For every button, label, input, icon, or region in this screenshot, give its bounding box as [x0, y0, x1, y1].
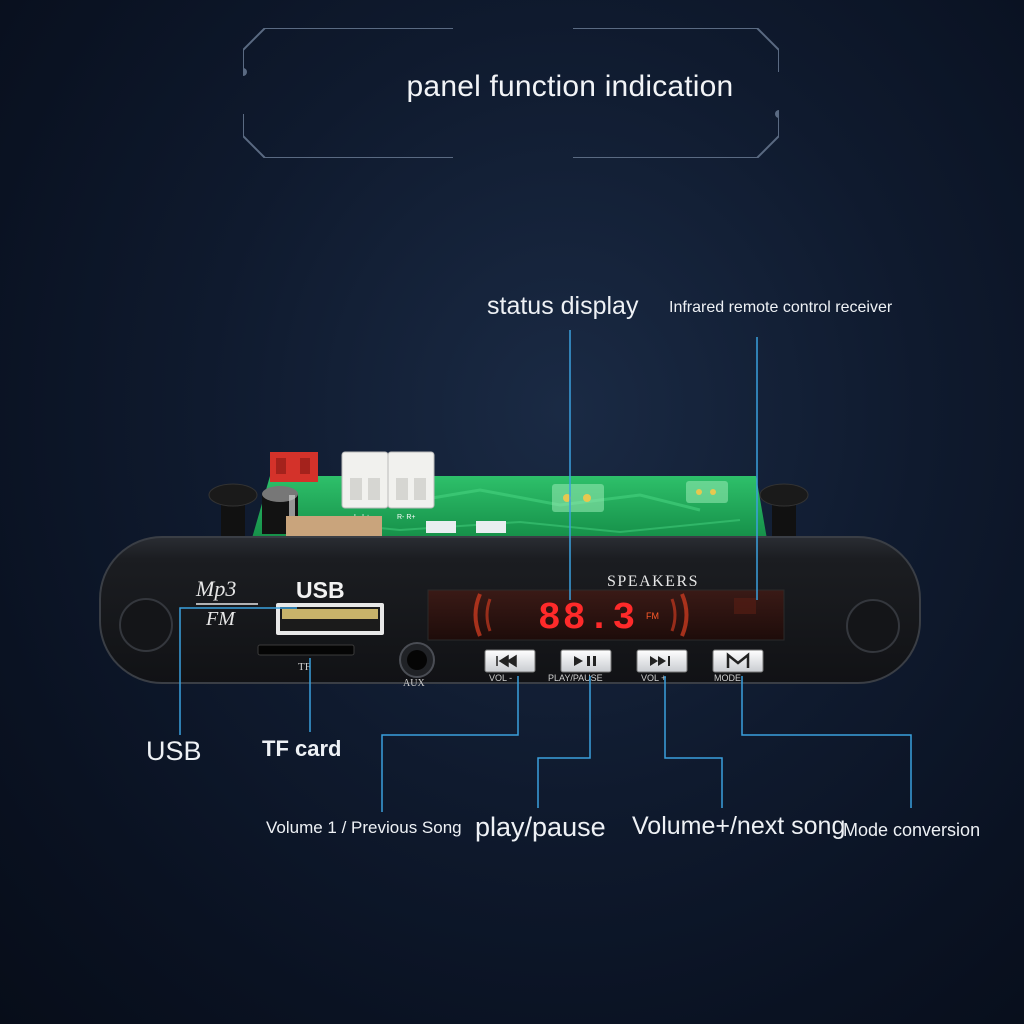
button-label-play-pause: PLAY/PAUSE — [548, 673, 603, 683]
callout-ir-receiver: Infrared remote control receiver — [669, 299, 893, 316]
callout-volume-minus: Volume 1 / Previous Song — [266, 818, 462, 837]
display-readout: 88.3 — [538, 597, 637, 640]
screw-hole-left — [119, 598, 173, 652]
callout-line-vol-plus — [664, 676, 723, 808]
callout-mode: Mode conversion — [843, 820, 981, 840]
speaker-connectors: L- L+ R- R+ — [341, 451, 435, 521]
callout-tf-card: TF card — [262, 736, 342, 761]
vol-minus-button[interactable] — [484, 649, 536, 673]
button-label-vol-minus: VOL - — [489, 673, 512, 683]
speakers-label: SPEAKERS — [607, 573, 699, 590]
callout-line-mode — [741, 676, 912, 808]
title-frame — [243, 28, 779, 158]
callout-volume-plus: Volume+/next song — [632, 812, 846, 840]
callout-line-play — [537, 676, 591, 808]
aux-label: AUX — [403, 678, 425, 689]
mode-button[interactable] — [712, 649, 764, 673]
status-display: 88.3 FM — [427, 589, 785, 641]
red-connector — [270, 452, 318, 482]
button-label-mode: MODE — [714, 673, 741, 683]
ir-receiver-window — [734, 598, 756, 614]
display-unit: FM — [646, 611, 659, 621]
brand-mp3: Mp3 — [195, 576, 236, 601]
callout-lines — [179, 330, 912, 812]
callout-status-display: status display — [487, 292, 639, 320]
callout-usb: USB — [146, 736, 202, 766]
callout-play-pause: play/pause — [475, 812, 606, 842]
vol-plus-button[interactable] — [636, 649, 688, 673]
capacitor — [262, 486, 298, 534]
usb-port[interactable] — [276, 603, 384, 635]
aux-jack[interactable] — [399, 642, 435, 678]
screw-hole-right — [846, 599, 900, 653]
brand-fm: FM — [205, 608, 236, 630]
page-title: panel function indication — [406, 70, 734, 103]
play-pause-button[interactable] — [560, 649, 612, 673]
tf-card-slot[interactable] — [257, 644, 355, 656]
tf-label: TF — [298, 661, 311, 673]
front-panel: Mp3 FM USB TF AUX SPEAKERS 88.3 FM — [99, 536, 921, 689]
usb-label: USB — [296, 577, 345, 603]
button-label-vol-plus: VOL + — [641, 673, 666, 683]
callout-line-vol-minus — [381, 676, 519, 812]
pcb-label-right: R- R+ — [397, 514, 415, 521]
callout-line-usb — [179, 607, 297, 735]
